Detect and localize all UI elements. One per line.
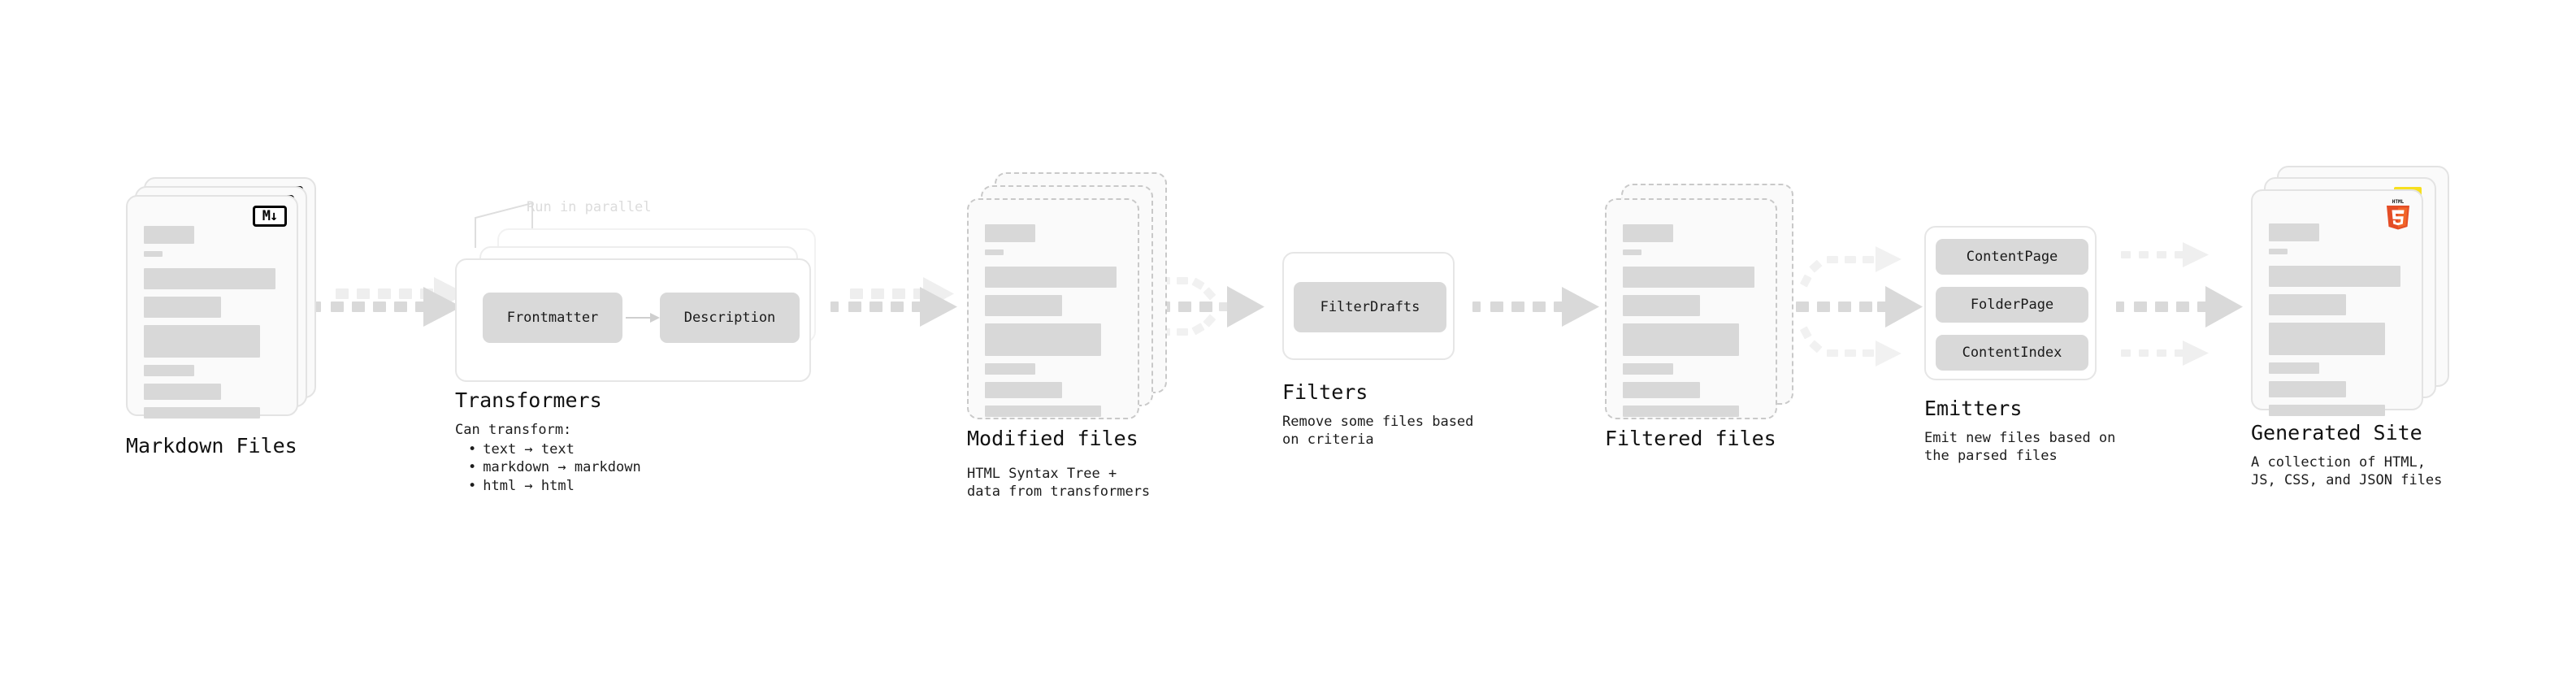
stage-title-transformers: Transformers bbox=[455, 388, 602, 412]
pill-folderpage[interactable]: FolderPage bbox=[1936, 287, 2088, 323]
run-in-parallel-label: Run in parallel bbox=[527, 199, 652, 215]
markdown-files-stack: M↓ M↓ M↓ bbox=[126, 177, 321, 439]
modified-files-stack bbox=[967, 172, 1167, 442]
filters-group: FilterDrafts bbox=[1282, 252, 1455, 360]
card-skeleton-lines bbox=[985, 224, 1123, 424]
stage-title-modified-files: Modified files bbox=[967, 427, 1138, 450]
pill-contentindex[interactable]: ContentIndex bbox=[1936, 335, 2088, 371]
stage-title-filters: Filters bbox=[1282, 380, 1368, 404]
pill-frontmatter[interactable]: Frontmatter bbox=[483, 293, 622, 343]
transform-capability-list: text → text markdown → markdown html → h… bbox=[462, 440, 641, 495]
transformer-group-front: Frontmatter Description bbox=[455, 258, 811, 382]
list-item: markdown → markdown bbox=[462, 458, 640, 476]
modified-card-front bbox=[967, 198, 1139, 419]
pill-filterdrafts[interactable]: FilterDrafts bbox=[1294, 282, 1446, 332]
card-skeleton-lines bbox=[144, 226, 282, 426]
stage-title-emitters: Emitters bbox=[1924, 397, 2023, 420]
pill-description[interactable]: Description bbox=[660, 293, 800, 343]
html5-badge-icon: HTML bbox=[2384, 197, 2412, 233]
stage-subtitle-generated-site: A collection of HTML, JS, CSS, and JSON … bbox=[2251, 454, 2443, 489]
list-item: html → html bbox=[462, 477, 641, 495]
inner-arrow-front bbox=[626, 313, 660, 323]
generated-site-stack: CSS HTML bbox=[2251, 166, 2449, 433]
pill-contentpage[interactable]: ContentPage bbox=[1936, 239, 2088, 275]
filtered-card-front bbox=[1605, 198, 1777, 419]
svg-text:HTML: HTML bbox=[2392, 199, 2405, 205]
stage-title-generated-site: Generated Site bbox=[2251, 421, 2422, 445]
site-card-front-html: HTML bbox=[2251, 189, 2423, 416]
stage-title-filtered-files: Filtered files bbox=[1605, 427, 1776, 450]
markdown-card-front: M↓ bbox=[126, 195, 298, 419]
card-skeleton-lines bbox=[2269, 223, 2407, 423]
emitters-group: ContentPage FolderPage ContentIndex bbox=[1924, 226, 2097, 380]
stage-subtitle-modified-files: HTML Syntax Tree + data from transformer… bbox=[967, 466, 1151, 501]
markdown-badge-icon: M↓ bbox=[253, 206, 287, 227]
list-item: text → text bbox=[462, 440, 641, 458]
card-skeleton-lines bbox=[1623, 224, 1761, 424]
stage-subtitle-emitters: Emit new files based on the parsed files bbox=[1924, 430, 2116, 465]
stage-title-markdown-files: Markdown Files bbox=[126, 434, 297, 458]
stage-subtitle-transformers: Can transform: bbox=[455, 422, 572, 438]
stage-subtitle-filters: Remove some files based on criteria bbox=[1282, 414, 1474, 449]
filtered-files-stack bbox=[1605, 184, 1800, 442]
